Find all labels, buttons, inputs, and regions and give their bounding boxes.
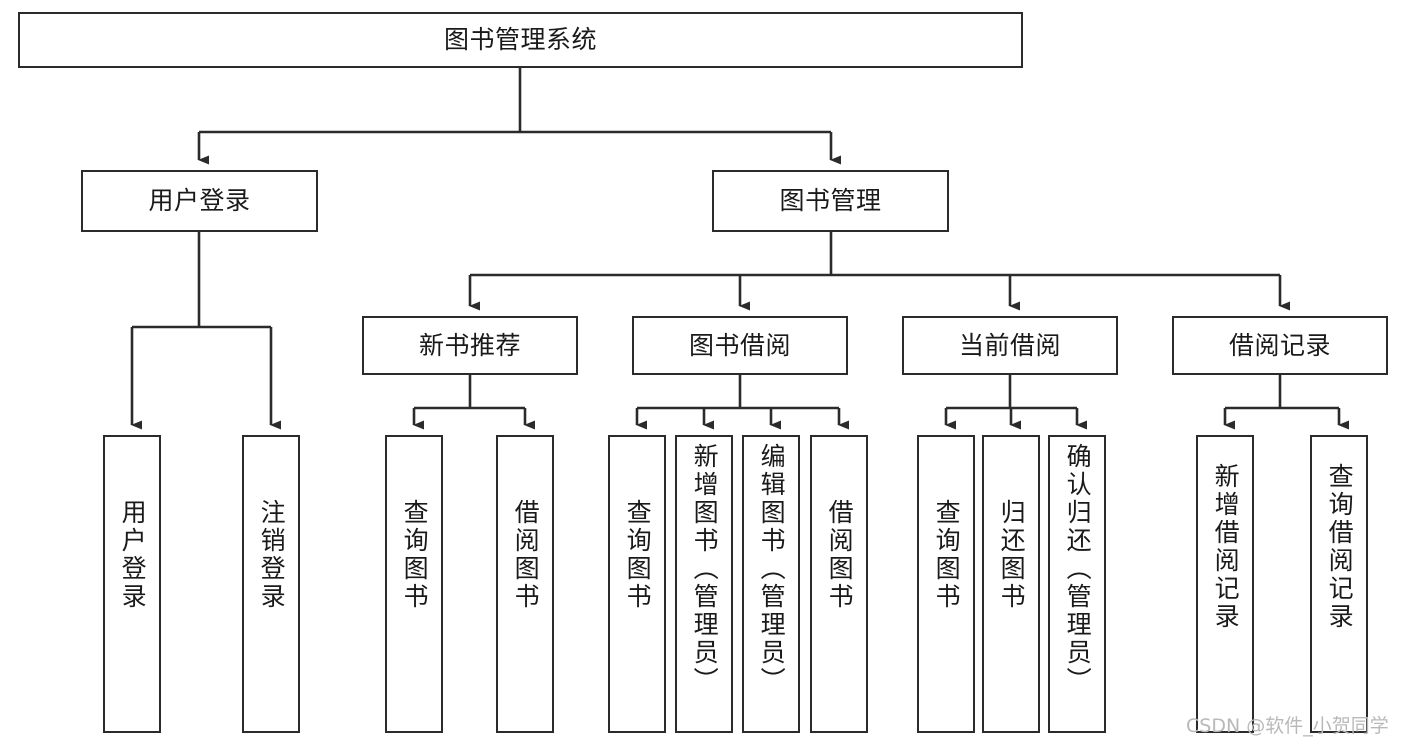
node-label: 查询图书 (623, 499, 653, 611)
node-label: 新增图书（管理员） (690, 443, 720, 695)
node-label: 图书管理 (779, 186, 882, 216)
node-leaf-query-book-2[interactable]: 查询图书 (608, 435, 666, 733)
node-book-borrow[interactable]: 图书借阅 (632, 316, 848, 375)
node-label: 图书管理系统 (443, 25, 597, 55)
node-label: 编辑图书（管理员） (757, 443, 787, 695)
node-current-borrow[interactable]: 当前借阅 (902, 316, 1118, 375)
node-label: 注销登录 (257, 499, 287, 611)
node-leaf-user-login[interactable]: 用户登录 (103, 435, 161, 733)
node-leaf-borrow-book-2[interactable]: 借阅图书 (810, 435, 868, 733)
node-leaf-logout-login[interactable]: 注销登录 (242, 435, 300, 733)
node-leaf-query-book-3[interactable]: 查询图书 (917, 435, 975, 733)
node-user-login[interactable]: 用户登录 (81, 170, 318, 232)
node-label: 归还图书 (997, 499, 1027, 611)
node-label: 新书推荐 (418, 330, 521, 360)
node-label: 当前借阅 (958, 330, 1061, 360)
node-label: 借阅记录 (1228, 330, 1331, 360)
node-leaf-confirm-return[interactable]: 确认归还（管理员） (1048, 435, 1106, 733)
node-label: 查询借阅记录 (1325, 463, 1355, 631)
node-label: 新增借阅记录 (1211, 463, 1241, 631)
csdn-watermark: CSDN @软件_小贺同学 (1186, 715, 1389, 737)
node-leaf-return-book[interactable]: 归还图书 (982, 435, 1040, 733)
node-leaf-add-book[interactable]: 新增图书（管理员） (675, 435, 733, 733)
node-label: 确认归还（管理员） (1063, 443, 1093, 695)
node-label: 查询图书 (932, 499, 962, 611)
node-leaf-query-book-1[interactable]: 查询图书 (385, 435, 443, 733)
node-label: 借阅图书 (825, 499, 855, 611)
node-leaf-query-record[interactable]: 查询借阅记录 (1310, 435, 1368, 733)
node-root-book-management-system[interactable]: 图书管理系统 (18, 12, 1023, 68)
node-label: 图书借阅 (688, 330, 791, 360)
node-leaf-add-record[interactable]: 新增借阅记录 (1196, 435, 1254, 733)
node-label: 借阅图书 (511, 499, 541, 611)
node-leaf-edit-book[interactable]: 编辑图书（管理员） (742, 435, 800, 733)
node-leaf-borrow-book-1[interactable]: 借阅图书 (496, 435, 554, 733)
node-label: 查询图书 (400, 499, 430, 611)
node-new-book-recommend[interactable]: 新书推荐 (362, 316, 578, 375)
node-borrow-record[interactable]: 借阅记录 (1172, 316, 1388, 375)
node-label: 用户登录 (148, 186, 251, 216)
node-label: 用户登录 (118, 499, 148, 611)
node-book-management[interactable]: 图书管理 (712, 170, 949, 232)
